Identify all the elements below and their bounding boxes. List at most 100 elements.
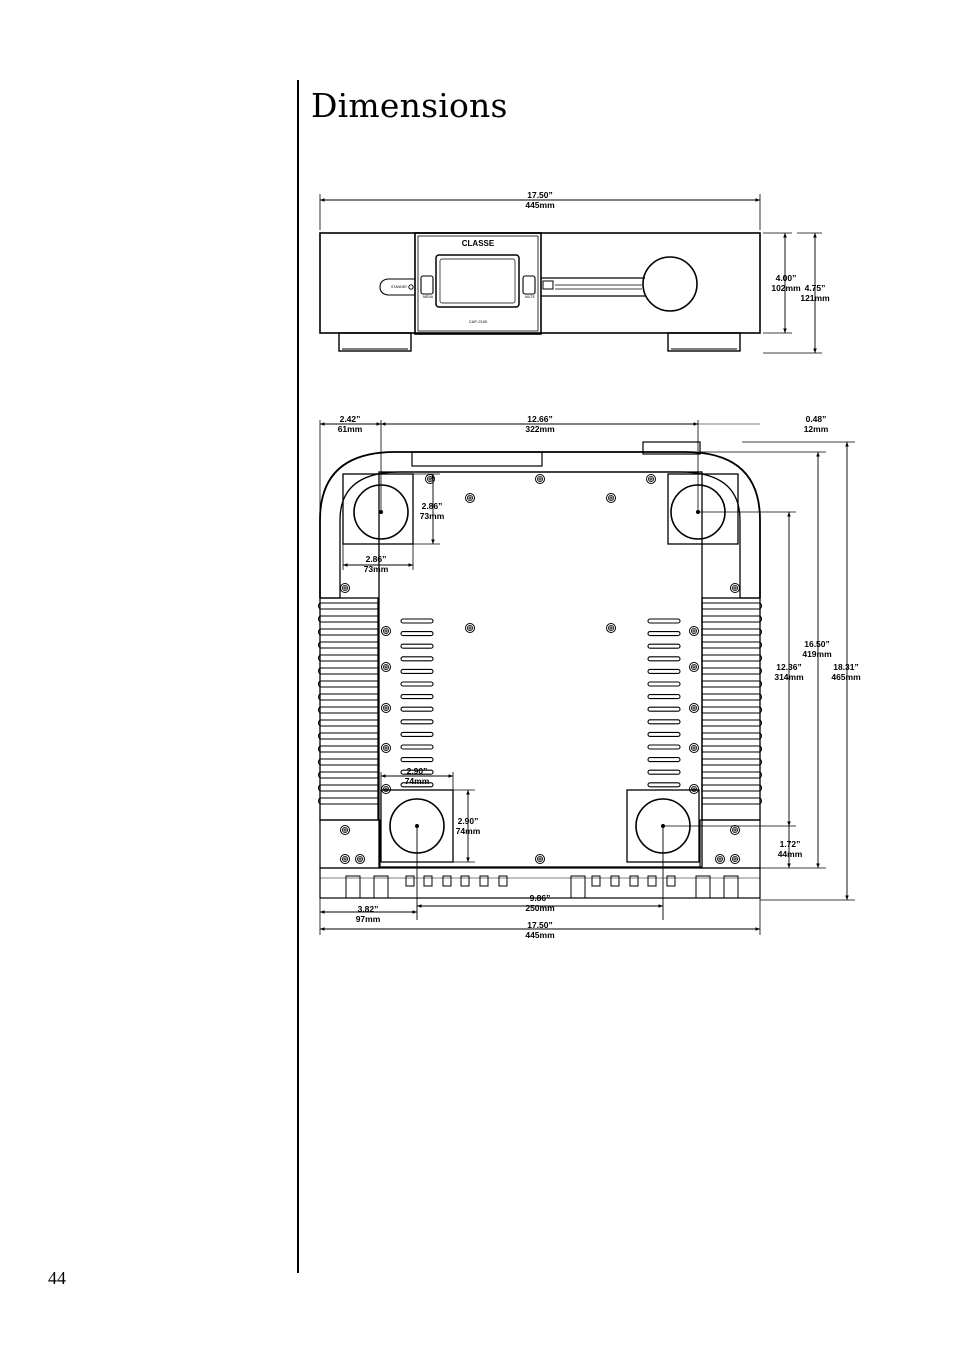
page-title: Dimensions [311,86,508,125]
screw-icon [535,474,545,484]
body-height-mm: 102mm [771,283,801,293]
dim-foot2-h-mm: 74mm [456,826,481,836]
heatsink-fin-left [317,797,379,805]
screw-icon [606,493,616,503]
dim-width-in: 17.50” [527,920,553,930]
vent-slot-left [400,694,434,700]
rear-connector [460,875,470,887]
vent-slot-right [647,731,681,737]
rear-connector [647,875,657,887]
vent-slot-left [400,618,434,624]
vent-slot-right [647,769,681,775]
dim-depth-a-in: 16.50” [804,639,830,649]
bottom-view-details [317,474,763,899]
dim-foot-span-mm: 250mm [525,903,555,913]
screw-icon [355,854,365,864]
rear-connector [423,875,433,887]
heatsink-fin-left [317,602,379,610]
total-height-in: 4.75” [805,283,826,293]
body-height-in: 4.00” [776,273,797,283]
dim-foot-h-mm: 73mm [420,511,445,521]
heatsink-fin-left [317,732,379,740]
vent-slot-right [647,656,681,662]
total-height-mm: 121mm [800,293,830,303]
dim-depth-a-mm: 419mm [802,649,832,659]
dim-rear-mm: 44mm [778,849,803,859]
screw-icon [730,825,740,835]
screw-icon [689,743,699,753]
rear-connector [442,875,452,887]
menu-label: MENU [423,295,434,299]
vent-slot-right [647,694,681,700]
vent-slot-right [647,782,681,788]
rear-connector [629,875,639,887]
heatsink-fin-left [317,745,379,753]
model-label: CAP-2100 [469,319,488,324]
heatsink-fin-left [317,719,379,727]
screw-icon [606,623,616,633]
screw-icon [381,703,391,713]
screw-icon [646,474,656,484]
dim-top-right-mm: 12mm [804,424,829,434]
front-width-in: 17.50” [527,190,553,200]
bottom-view [319,420,855,935]
vent-slot-right [647,618,681,624]
dim-foot2-w-mm: 74mm [405,776,430,786]
heatsink-fin-left [317,680,379,688]
vent-slot-right [647,631,681,637]
dim-rear-in: 1.72” [780,839,801,849]
screw-icon [689,703,699,713]
dim-foot2-h-in: 2.90” [458,816,479,826]
dim-foot-w-mm: 73mm [364,564,389,574]
dim-width-mm: 445mm [525,930,555,940]
vent-slot-right [647,668,681,674]
rear-connector [405,875,415,887]
rear-connector [570,875,586,899]
vent-slot-right [647,719,681,725]
heatsink-fin-right [701,706,763,714]
vent-slot-left [400,643,434,649]
heatsink-fin-right [701,732,763,740]
vent-slot-right [647,757,681,763]
vent-slot-left [400,681,434,687]
screw-icon [715,854,725,864]
rear-connector [498,875,508,887]
screw-icon [381,784,391,794]
screw-icon [381,743,391,753]
vent-slot-left [400,744,434,750]
rear-connector [695,875,711,899]
screw-icon [465,623,475,633]
heatsink-fin-left [317,693,379,701]
bottom-view-labels: 2.42” 61mm 12.66” 322mm 0.48” 12mm 2.86”… [338,414,861,940]
heatsink-fin-right [701,797,763,805]
heatsink-fin-right [701,615,763,623]
screw-icon [340,854,350,864]
heatsink-fin-right [701,719,763,727]
brand-logo: CLASSE [462,239,495,248]
rear-connector [610,875,620,887]
vent-slot-left [400,719,434,725]
vent-slot-right [647,643,681,649]
screw-icon [340,825,350,835]
heatsink-fin-right [701,628,763,636]
dim-foot-w-in: 2.86” [366,554,387,564]
screw-icon [381,626,391,636]
heatsink-fin-left [317,615,379,623]
screw-icon [689,626,699,636]
dim-foot2-w-in: 2.90” [407,766,428,776]
dim-depth-c-in: 18.31” [833,662,859,672]
heatsink-fin-right [701,693,763,701]
heatsink-fin-left [317,784,379,792]
heatsink-fin-right [701,641,763,649]
rear-connector [345,875,361,899]
screw-icon [535,854,545,864]
heatsink-fin-right [701,602,763,610]
dim-top-left-mm: 61mm [338,424,363,434]
standby-label: STANDBY [391,285,408,289]
heatsink-fin-left [317,706,379,714]
vent-slot-left [400,668,434,674]
heatsink-fin-left [317,771,379,779]
front-view [319,194,822,354]
heatsink-fin-left [317,654,379,662]
